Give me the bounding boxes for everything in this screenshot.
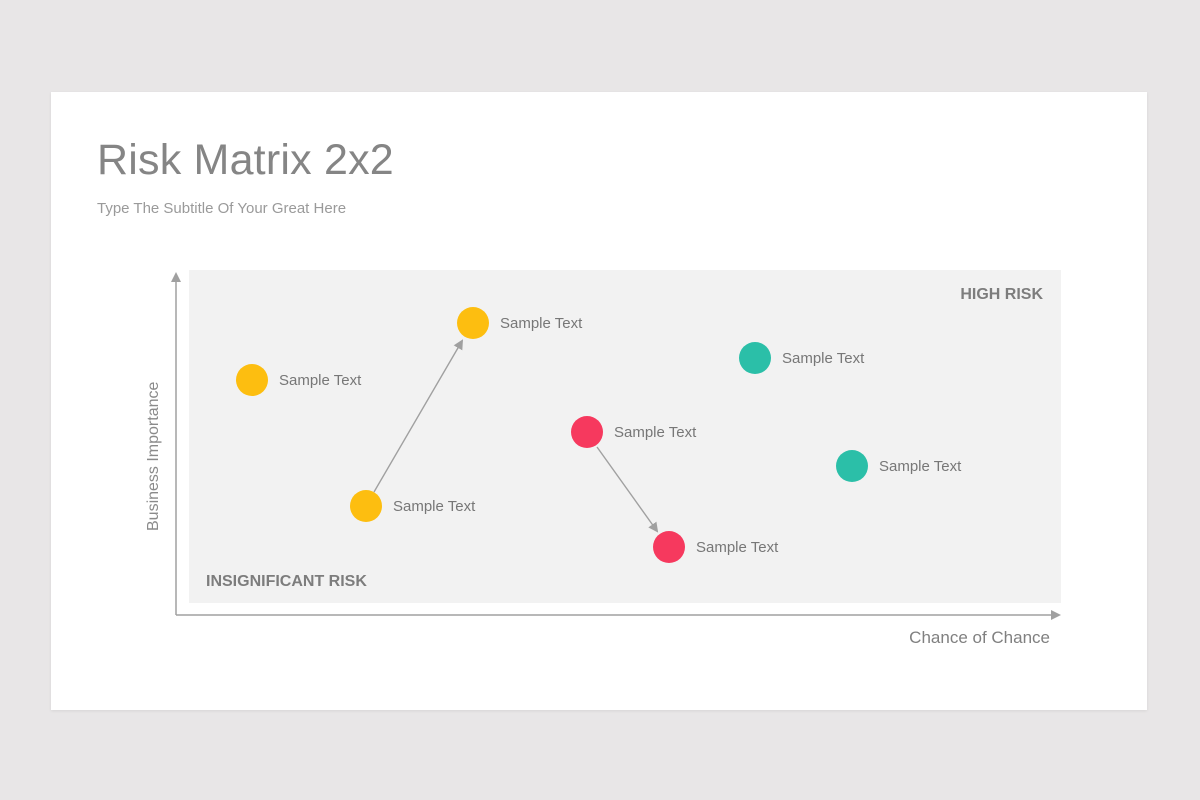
data-point-teal: Sample Text: [836, 450, 961, 482]
circle-marker-icon: [739, 342, 771, 374]
data-point-yellow: Sample Text: [457, 307, 582, 339]
data-point-label: Sample Text: [696, 538, 779, 556]
x-axis-label: Chance of Chance: [909, 628, 1050, 647]
slide-title: Risk Matrix 2x2: [97, 136, 394, 184]
data-point-red: Sample Text: [653, 531, 778, 563]
data-point-label: Sample Text: [614, 423, 697, 441]
data-point-label: Sample Text: [279, 371, 362, 389]
arrow-red: [596, 446, 659, 533]
data-point-label: Sample Text: [500, 314, 583, 332]
circle-marker-icon: [350, 490, 382, 522]
plot-area: HIGH RISK INSIGNIFICANT RISK: [189, 270, 1061, 603]
data-point-label: Sample Text: [879, 457, 962, 475]
data-point-label: Sample Text: [782, 349, 865, 367]
circle-marker-icon: [653, 531, 685, 563]
arrow-yellow: [373, 339, 464, 493]
circle-marker-icon: [836, 450, 868, 482]
data-point-yellow: Sample Text: [350, 490, 475, 522]
data-point-yellow: Sample Text: [236, 364, 361, 396]
data-point-red: Sample Text: [571, 416, 696, 448]
slide-subtitle: Type The Subtitle Of Your Great Here: [97, 200, 347, 217]
circle-marker-icon: [457, 307, 489, 339]
data-point-label: Sample Text: [393, 497, 476, 515]
circle-marker-icon: [236, 364, 268, 396]
y-axis-label: Business Importance: [145, 381, 162, 531]
quadrant-label-high-risk: HIGH RISK: [960, 286, 1043, 303]
data-point-teal: Sample Text: [739, 342, 864, 374]
circle-marker-icon: [571, 416, 603, 448]
quadrant-label-insignificant-risk: INSIGNIFICANT RISK: [206, 573, 367, 590]
